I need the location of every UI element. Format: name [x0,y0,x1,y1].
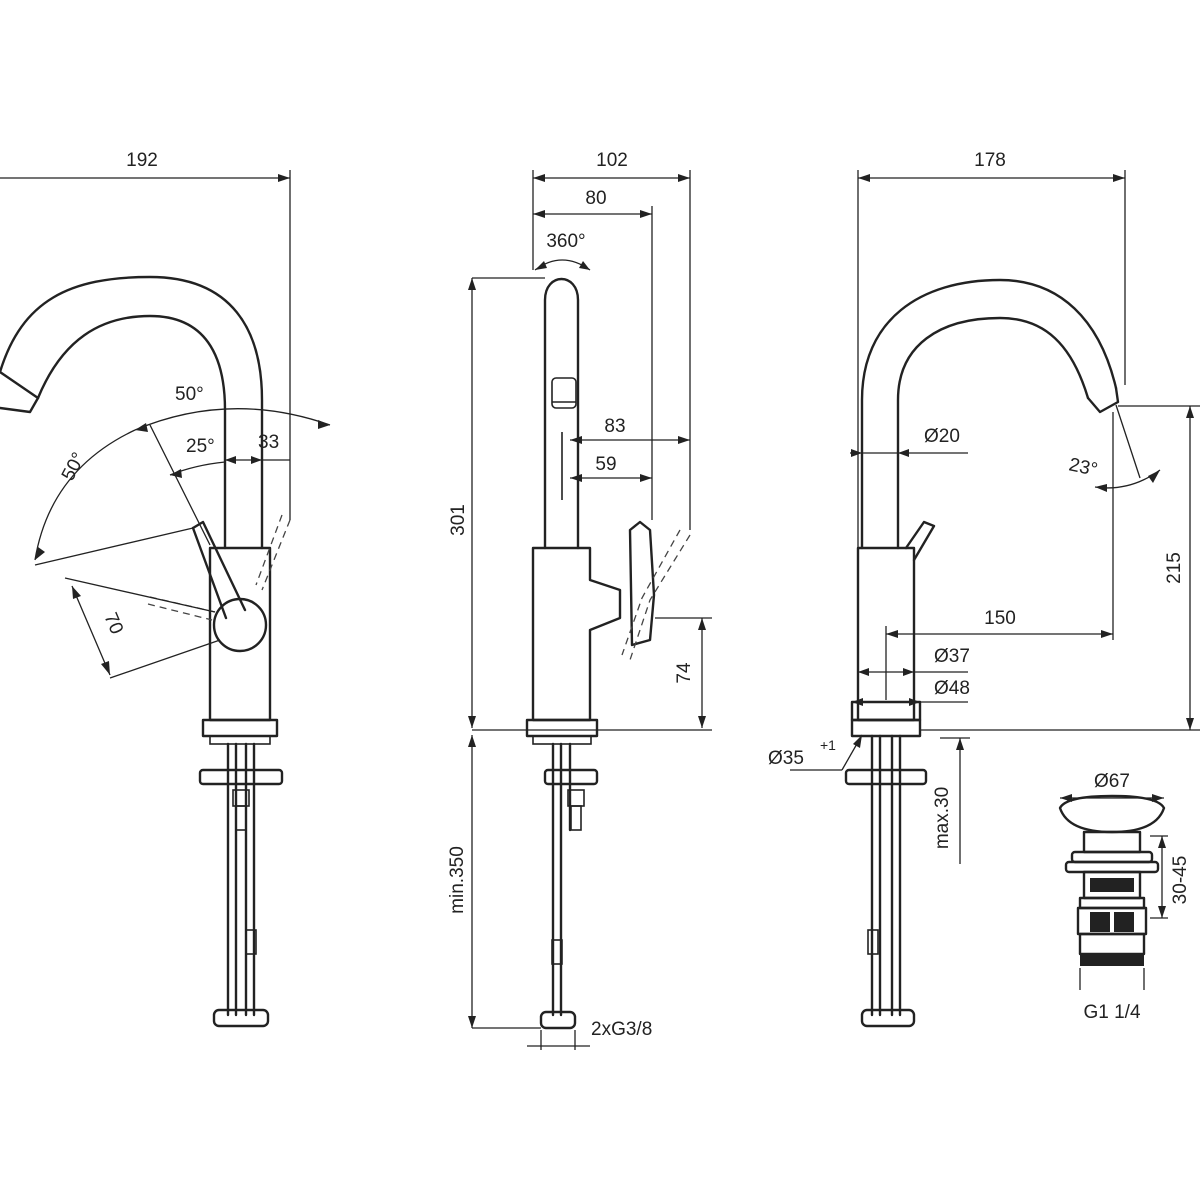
angle-23-label: 23° [1067,454,1099,481]
dim-59-label: 59 [595,454,616,475]
dim-215-label: 215 [1164,552,1185,584]
dia-37-label: Ø37 [934,646,970,667]
middle-front-view: 102 80 360° 301 83 [447,150,712,1050]
left-dimensions: 192 50° 50° 25° 33 [0,150,331,679]
middle-dimensions: 102 80 360° 301 83 [447,150,712,1050]
range-30-45-label: 30-45 [1170,856,1191,905]
dim-102-label: 102 [596,150,628,171]
waste-valve-body [1058,794,1166,966]
middle-base-and-hoses [525,718,599,1030]
thread-g114-label: G1 1/4 [1083,1002,1140,1023]
middle-tap-body [531,520,691,722]
dia-20-label: Ø20 [924,426,960,447]
thread-2xg38-label: 2xG3/8 [591,1019,652,1040]
rotation-360-label: 360° [546,231,585,252]
right-dimensions: 178 Ø20 23° 215 150 [768,150,1200,864]
dim-192-label: 192 [126,150,158,171]
min-350-label: min.350 [447,846,468,914]
right-spout [860,278,1120,550]
left-tap-body [147,514,291,722]
dia-35-tolerance: +1 [820,737,836,753]
dim-80-label: 80 [585,188,606,209]
right-base-and-hoses [844,700,928,1028]
max-30-label: max.30 [932,787,953,849]
right-tap-body [856,520,936,722]
angle-50-left-label: 50° [58,449,90,484]
dim-83-label: 83 [604,416,625,437]
dia-35-label: Ø35 [768,748,804,769]
left-side-view: 192 50° 50° 25° 33 [0,150,331,1028]
dim-150-label: 150 [984,608,1016,629]
dim-301-label: 301 [448,504,469,536]
angle-50-top-label: 50° [175,384,204,405]
right-side-view: 178 Ø20 23° 215 150 [768,150,1200,1028]
dim-33-label: 33 [258,432,279,453]
dia-67-label: Ø67 [1094,771,1130,792]
waste-valve-dimensions: Ø67 30-45 G1 1/4 [1060,771,1191,1023]
middle-spout [543,277,580,550]
dia-48-label: Ø48 [934,678,970,699]
angle-25-label: 25° [186,436,215,457]
left-base-and-hoses [198,718,284,1028]
left-spout [0,275,264,550]
dim-178-label: 178 [974,150,1006,171]
waste-valve-view: Ø67 30-45 G1 1/4 [1058,771,1191,1023]
dim-70-label: 70 [99,610,127,638]
dim-74-label: 74 [674,662,695,684]
